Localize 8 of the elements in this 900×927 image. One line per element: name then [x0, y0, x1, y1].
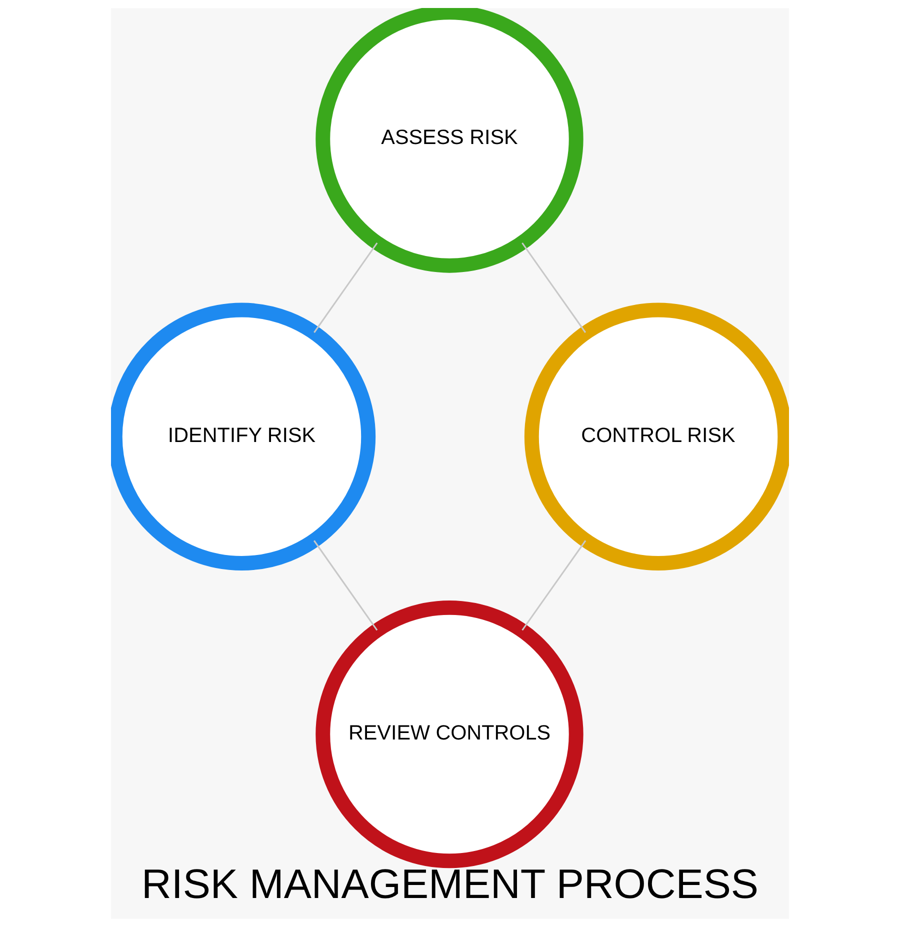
node-circle: REVIEW CONTROLS [316, 600, 584, 868]
node-circle: CONTROL RISK [524, 302, 789, 570]
node-circle: IDENTIFY RISK [111, 302, 376, 570]
connector [522, 540, 586, 631]
connector [313, 540, 378, 631]
connector [522, 242, 586, 333]
node-circle: ASSESS RISK [316, 8, 584, 273]
connector [314, 242, 378, 333]
